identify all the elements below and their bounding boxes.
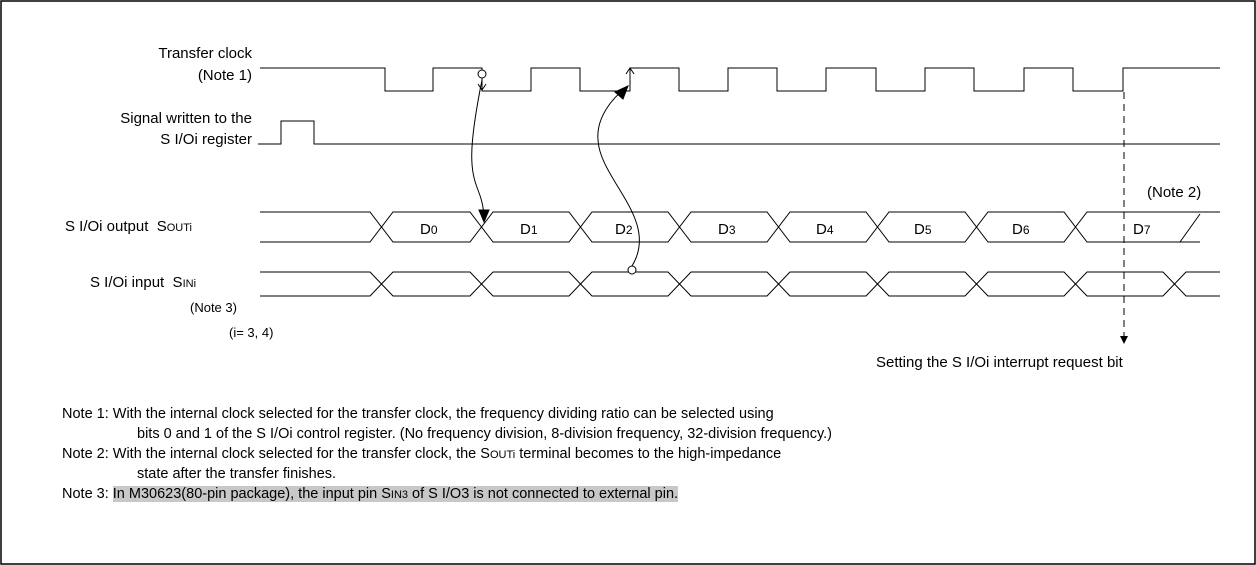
note2-marker-label: (Note 2) xyxy=(1147,184,1202,201)
note-2-text-a: Note 2: With the internal clock selected… xyxy=(62,446,490,462)
data-bit-label-6: D6 xyxy=(1012,221,1030,238)
register-signal-label-1: Signal written to the xyxy=(120,110,252,127)
causality-arrows xyxy=(471,67,640,275)
note-3-text-a: In M30623(80-pin package), the input pin… xyxy=(112,486,391,502)
register-signal-label-2: S I/Oi register xyxy=(160,131,252,148)
sin-pin-suffix: INi xyxy=(182,278,197,290)
note-2-line-1: Note 2: With the internal clock selected… xyxy=(62,445,781,465)
sout-label: S I/Oi output SOUTi xyxy=(65,218,192,237)
data-bit-label-1: D1 xyxy=(520,221,538,238)
data-bit-label-4: D4 xyxy=(816,221,834,238)
interrupt-label: Setting the S I/Oi interrupt request bit xyxy=(876,354,1123,371)
note-3: Note 3: In M30623(80-pin package), the i… xyxy=(62,485,679,505)
data-bit-labels: D0 D1 D2 D3 D4 D5 D6 D7 xyxy=(420,221,1151,238)
sin-note-label: (Note 3) xyxy=(190,300,237,315)
sin-waveform xyxy=(260,271,1220,297)
note-3-prefix: Note 3: xyxy=(62,486,113,502)
sout-pin-suffix: OUTi xyxy=(166,222,193,234)
note-2-text-c: terminal becomes to the high-impedance xyxy=(515,446,782,462)
data-bit-label-2: D2 xyxy=(615,221,633,238)
sout-waveform xyxy=(260,211,1220,243)
transfer-clock-label: Transfer clock xyxy=(158,45,252,62)
data-bit-label-5: D5 xyxy=(914,221,932,238)
sout-label-text: S I/Oi output xyxy=(65,218,149,235)
sin-label-text: S I/Oi input xyxy=(90,274,165,291)
interrupt-marker xyxy=(1120,92,1128,344)
note-3-text-b: IN3 xyxy=(390,489,409,501)
data-bit-label-3: D3 xyxy=(718,221,736,238)
transfer-clock-waveform xyxy=(260,67,1220,92)
transfer-clock-note-label: (Note 1) xyxy=(197,67,252,84)
data-bit-label-0: D0 xyxy=(420,221,438,238)
register-write-waveform xyxy=(258,120,1220,145)
note-1-line-1: Note 1: With the internal clock selected… xyxy=(62,406,774,422)
note-3-text-c: of S I/O3 is not connected to external p… xyxy=(408,486,679,502)
index-note-label: (i= 3, 4) xyxy=(229,325,274,340)
note-2-line-2: state after the transfer finishes. xyxy=(137,466,337,482)
data-bit-label-7: D7 xyxy=(1133,221,1151,238)
sin-label: S I/Oi input SINi xyxy=(90,274,196,293)
note-1-line-2: bits 0 and 1 of the S I/Oi control regis… xyxy=(137,426,833,442)
sin-pin-prefix: S xyxy=(172,274,183,291)
note-2-text-b: OUTi xyxy=(489,449,516,461)
note-3-highlight: In M30623(80-pin package), the input pin… xyxy=(112,486,679,502)
sout-pin-prefix: S xyxy=(156,218,167,235)
